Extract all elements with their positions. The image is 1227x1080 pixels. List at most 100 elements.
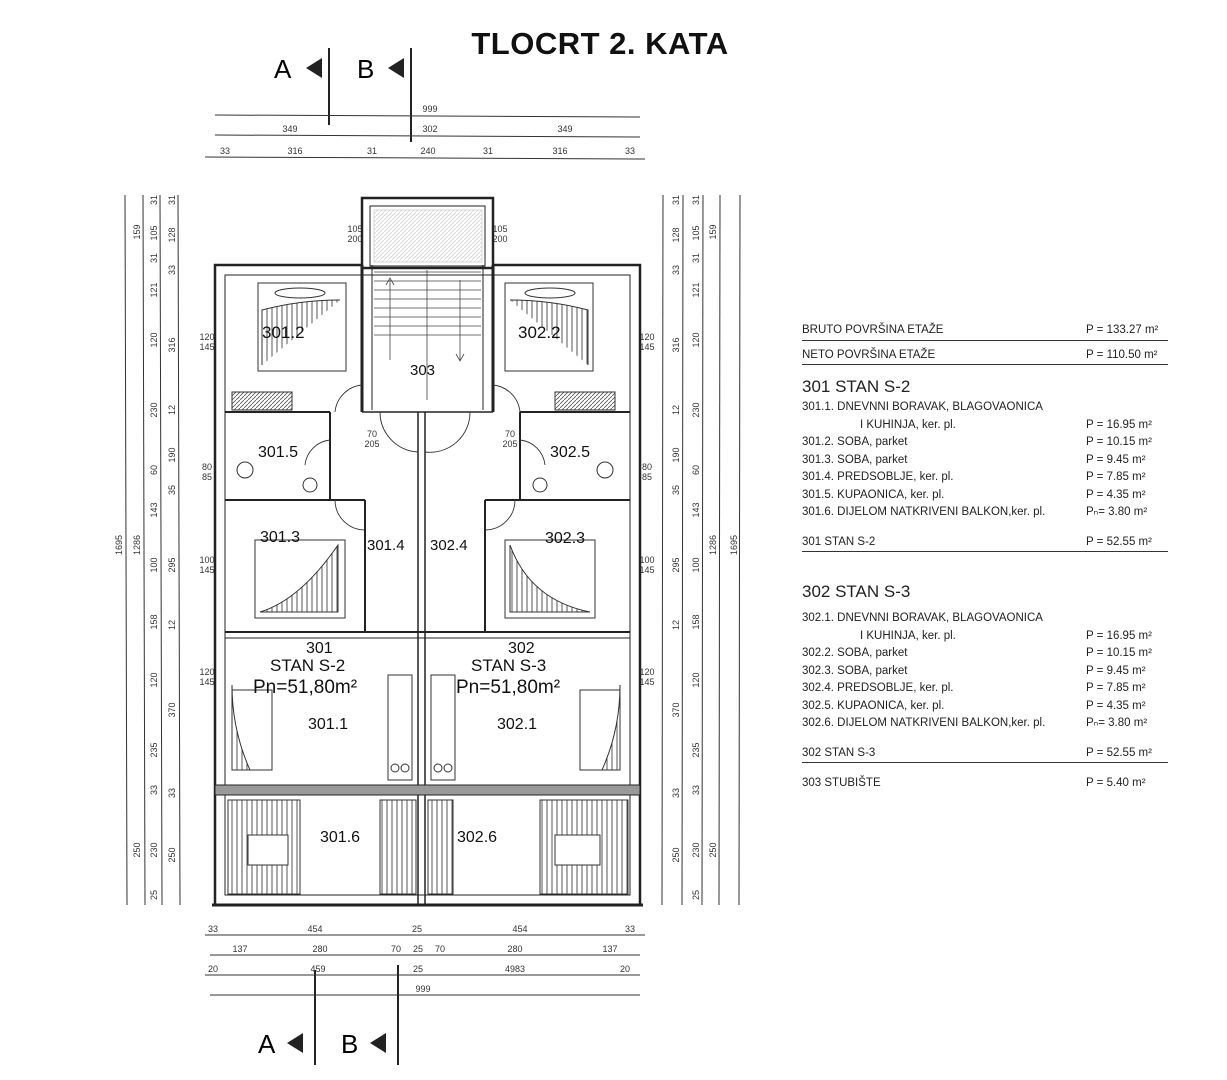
dimension-lines: [124, 114, 741, 996]
area-label-cont: I KUHINJA, ker. pl.: [860, 629, 956, 642]
dimension-label: 145: [199, 565, 214, 575]
dimension-label: 33: [220, 146, 230, 156]
dimension-label: 143: [149, 502, 159, 517]
dimension-label: 999: [422, 104, 437, 114]
furniture: [227, 282, 629, 895]
stair-label: 303 STUBIŠTE: [802, 777, 881, 789]
dimension-label: 128: [671, 227, 681, 242]
dimension-label: 60: [691, 465, 701, 475]
dimension-label: 235: [149, 742, 159, 757]
area-label: 301.2. SOBA, parket: [802, 436, 908, 448]
neto-row: NETO POVRŠINA ETAŽE P = 110.50 m²: [802, 347, 1168, 365]
room-302-5: 302.5: [550, 444, 590, 461]
dimension-label: 80: [642, 462, 652, 472]
section-b-top: B: [357, 54, 374, 84]
dimension-label: 33: [167, 788, 177, 798]
dimension-label: 999: [415, 984, 430, 994]
area-row: 302.4. PREDSOBLJE, ker. pl.P = 7.85 m²: [802, 680, 1168, 698]
dimension-label: 370: [671, 702, 681, 717]
area-value: P = 7.85 m²: [1086, 682, 1146, 694]
room-301-4: 301.4: [367, 537, 405, 554]
dimension-label: 33: [625, 924, 635, 934]
dimension-label: 302: [422, 124, 437, 134]
dimension-label: 120: [149, 672, 159, 687]
unit-302-number: 302: [508, 640, 535, 657]
dimension-label: 145: [639, 677, 654, 687]
dimension-label: 120: [691, 672, 701, 687]
area-label: 302.6. DIJELOM NATKRIVENI BALKON,ker. pl…: [802, 717, 1046, 729]
dimension-label: 280: [507, 944, 522, 954]
room-301-1: 301.1: [308, 716, 348, 733]
section-a-bottom: A: [258, 1029, 276, 1059]
dimension-label: 137: [232, 944, 247, 954]
drawing-title: TLOCRT 2. KATA: [471, 26, 729, 61]
dimension-label: 205: [502, 439, 517, 449]
area-label: 302.2. SOBA, parket: [802, 647, 908, 659]
dimension-label: 120: [149, 332, 159, 347]
dimension-label: 295: [167, 557, 177, 572]
dimension-label: 316: [552, 146, 567, 156]
dimension-label: 316: [287, 146, 302, 156]
dimension-label: 120: [199, 332, 214, 342]
dimension-label: 100: [199, 555, 214, 565]
dimension-label: 250: [132, 842, 142, 857]
dimension-label: 128: [167, 227, 177, 242]
dimension-label: 1695: [729, 535, 739, 555]
dimension-label: 250: [167, 847, 177, 862]
staircase: [373, 209, 483, 400]
dimension-label: 33: [167, 265, 177, 275]
area-value: P = 10.15 m²: [1086, 647, 1152, 659]
dimension-label: 137: [602, 944, 617, 954]
area-value: P = 4.35 m²: [1086, 488, 1146, 501]
bruto-label: BRUTO POVRŠINA ETAŽE: [802, 324, 944, 336]
unit-total-label: 302 STAN S-3: [802, 746, 876, 759]
dimension-label: 70: [435, 944, 445, 954]
dimension-label: 280: [312, 944, 327, 954]
dimension-label: 33: [208, 924, 218, 934]
area-row: 301.6. DIJELOM NATKRIVENI BALKON,ker. pl…: [802, 504, 1168, 522]
bed-icon: [504, 282, 594, 372]
area-label-cont: I KUHINJA, ker. pl.: [860, 418, 956, 431]
dimension-label: 158: [691, 614, 701, 629]
dimension-label: 121: [691, 282, 701, 297]
area-value: P = 9.45 m²: [1086, 664, 1146, 677]
unit-total-label: 301 STAN S-2: [802, 535, 876, 548]
dimension-label: 25: [691, 890, 701, 900]
dimension-label: 20: [620, 964, 630, 974]
area-value: Pₙ= 3.80 m²: [1086, 717, 1148, 729]
dimension-label: 20: [208, 964, 218, 974]
dimension-label: 31: [483, 146, 493, 156]
dimension-label: 31: [149, 253, 159, 263]
section-arrow-icon: [388, 58, 404, 78]
dimension-label: 12: [671, 620, 681, 630]
dimension-label: 205: [364, 439, 379, 449]
dimension-label: 25: [413, 944, 423, 954]
dimension-label: 1286: [708, 535, 718, 555]
area-row: 301.5. KUPAONICA, ker. pl.P = 4.35 m²: [802, 487, 1168, 505]
dimension-label: 159: [132, 224, 142, 239]
dimension-label: 33: [625, 146, 635, 156]
room-302-1: 302.1: [497, 716, 537, 733]
area-value: P = 4.35 m²: [1086, 699, 1146, 712]
bed-icon: [254, 539, 346, 619]
unit-heading: 302 STAN S-3: [802, 582, 911, 601]
dimension-label: 145: [199, 342, 214, 352]
dimension-label: 235: [691, 742, 701, 757]
dimension-label: 370: [167, 702, 177, 717]
dimension-label: 349: [557, 124, 572, 134]
dimension-label: 120: [639, 332, 654, 342]
dimension-label: 230: [691, 842, 701, 857]
area-row: 302.5. KUPAONICA, ker. pl.P = 4.35 m²: [802, 698, 1168, 716]
dimension-label: 1695: [114, 535, 124, 555]
dimension-label: 459: [310, 964, 325, 974]
unit-301-area: Pn=51,80m²: [253, 677, 357, 698]
unit-301-name: STAN S-2: [270, 656, 345, 675]
dimension-label: 70: [505, 429, 515, 439]
dimension-label: 33: [671, 788, 681, 798]
bed-icon: [257, 282, 347, 372]
unit-302-name: STAN S-3: [471, 656, 546, 675]
